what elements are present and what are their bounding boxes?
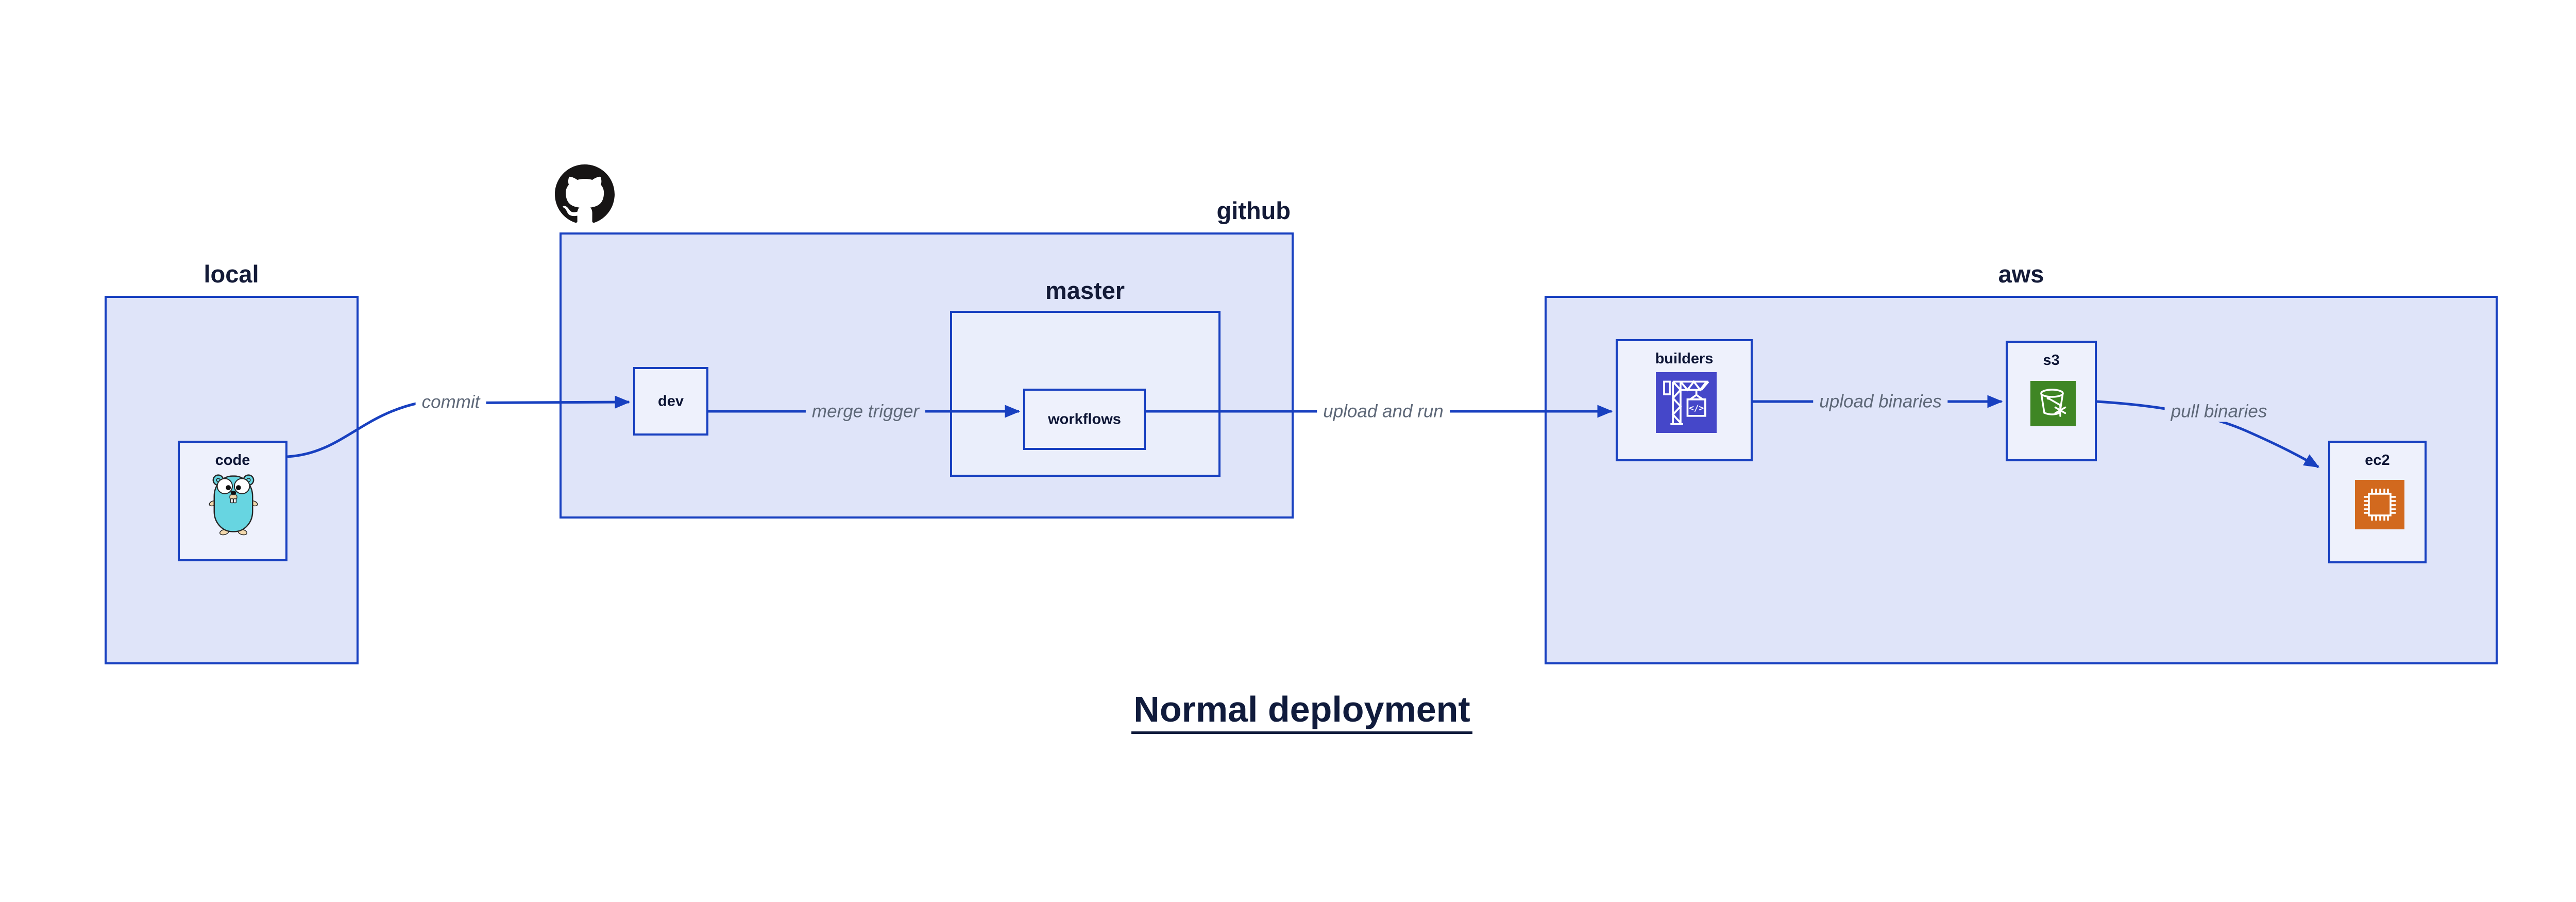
node-dev: dev — [633, 367, 708, 436]
group-label-aws: aws — [1998, 260, 2044, 288]
svg-text:</>: </> — [1689, 403, 1704, 413]
node-ec2: ec2 — [2328, 441, 2427, 563]
node-workflows: workflows — [1023, 389, 1146, 450]
group-label-master: master — [1045, 277, 1125, 304]
group-label-local: local — [204, 260, 259, 288]
node-label-code: code — [215, 452, 250, 469]
node-label-ec2: ec2 — [2365, 452, 2390, 469]
node-label-s3: s3 — [2043, 352, 2060, 369]
edge-label-upload-binaries: upload binaries — [1813, 391, 1948, 412]
diagram-title-text: Normal deployment — [1131, 690, 1472, 734]
node-s3: s3 — [2006, 341, 2097, 461]
s3-bucket-icon — [2030, 381, 2076, 426]
go-gopher-icon — [208, 472, 259, 536]
github-octocat-icon — [555, 164, 615, 224]
edge-label-upload-and-run: upload and run — [1317, 400, 1450, 422]
node-label-dev: dev — [658, 393, 684, 409]
edge-label-pull-binaries: pull binaries — [2164, 400, 2274, 422]
node-label-builders: builders — [1655, 350, 1714, 367]
edge-label-commit: commit — [415, 391, 486, 413]
codebuild-crane-icon: </> — [1656, 372, 1717, 433]
node-code: code — [178, 441, 287, 561]
group-label-github: github — [1216, 197, 1291, 224]
diagram-title: Normal deployment — [0, 690, 2576, 734]
node-builders: builders </> — [1616, 339, 1753, 461]
edge-label-merge-trigger: merge trigger — [805, 400, 926, 422]
ec2-chip-icon — [2355, 480, 2404, 529]
node-label-workflows: workflows — [1048, 411, 1121, 427]
